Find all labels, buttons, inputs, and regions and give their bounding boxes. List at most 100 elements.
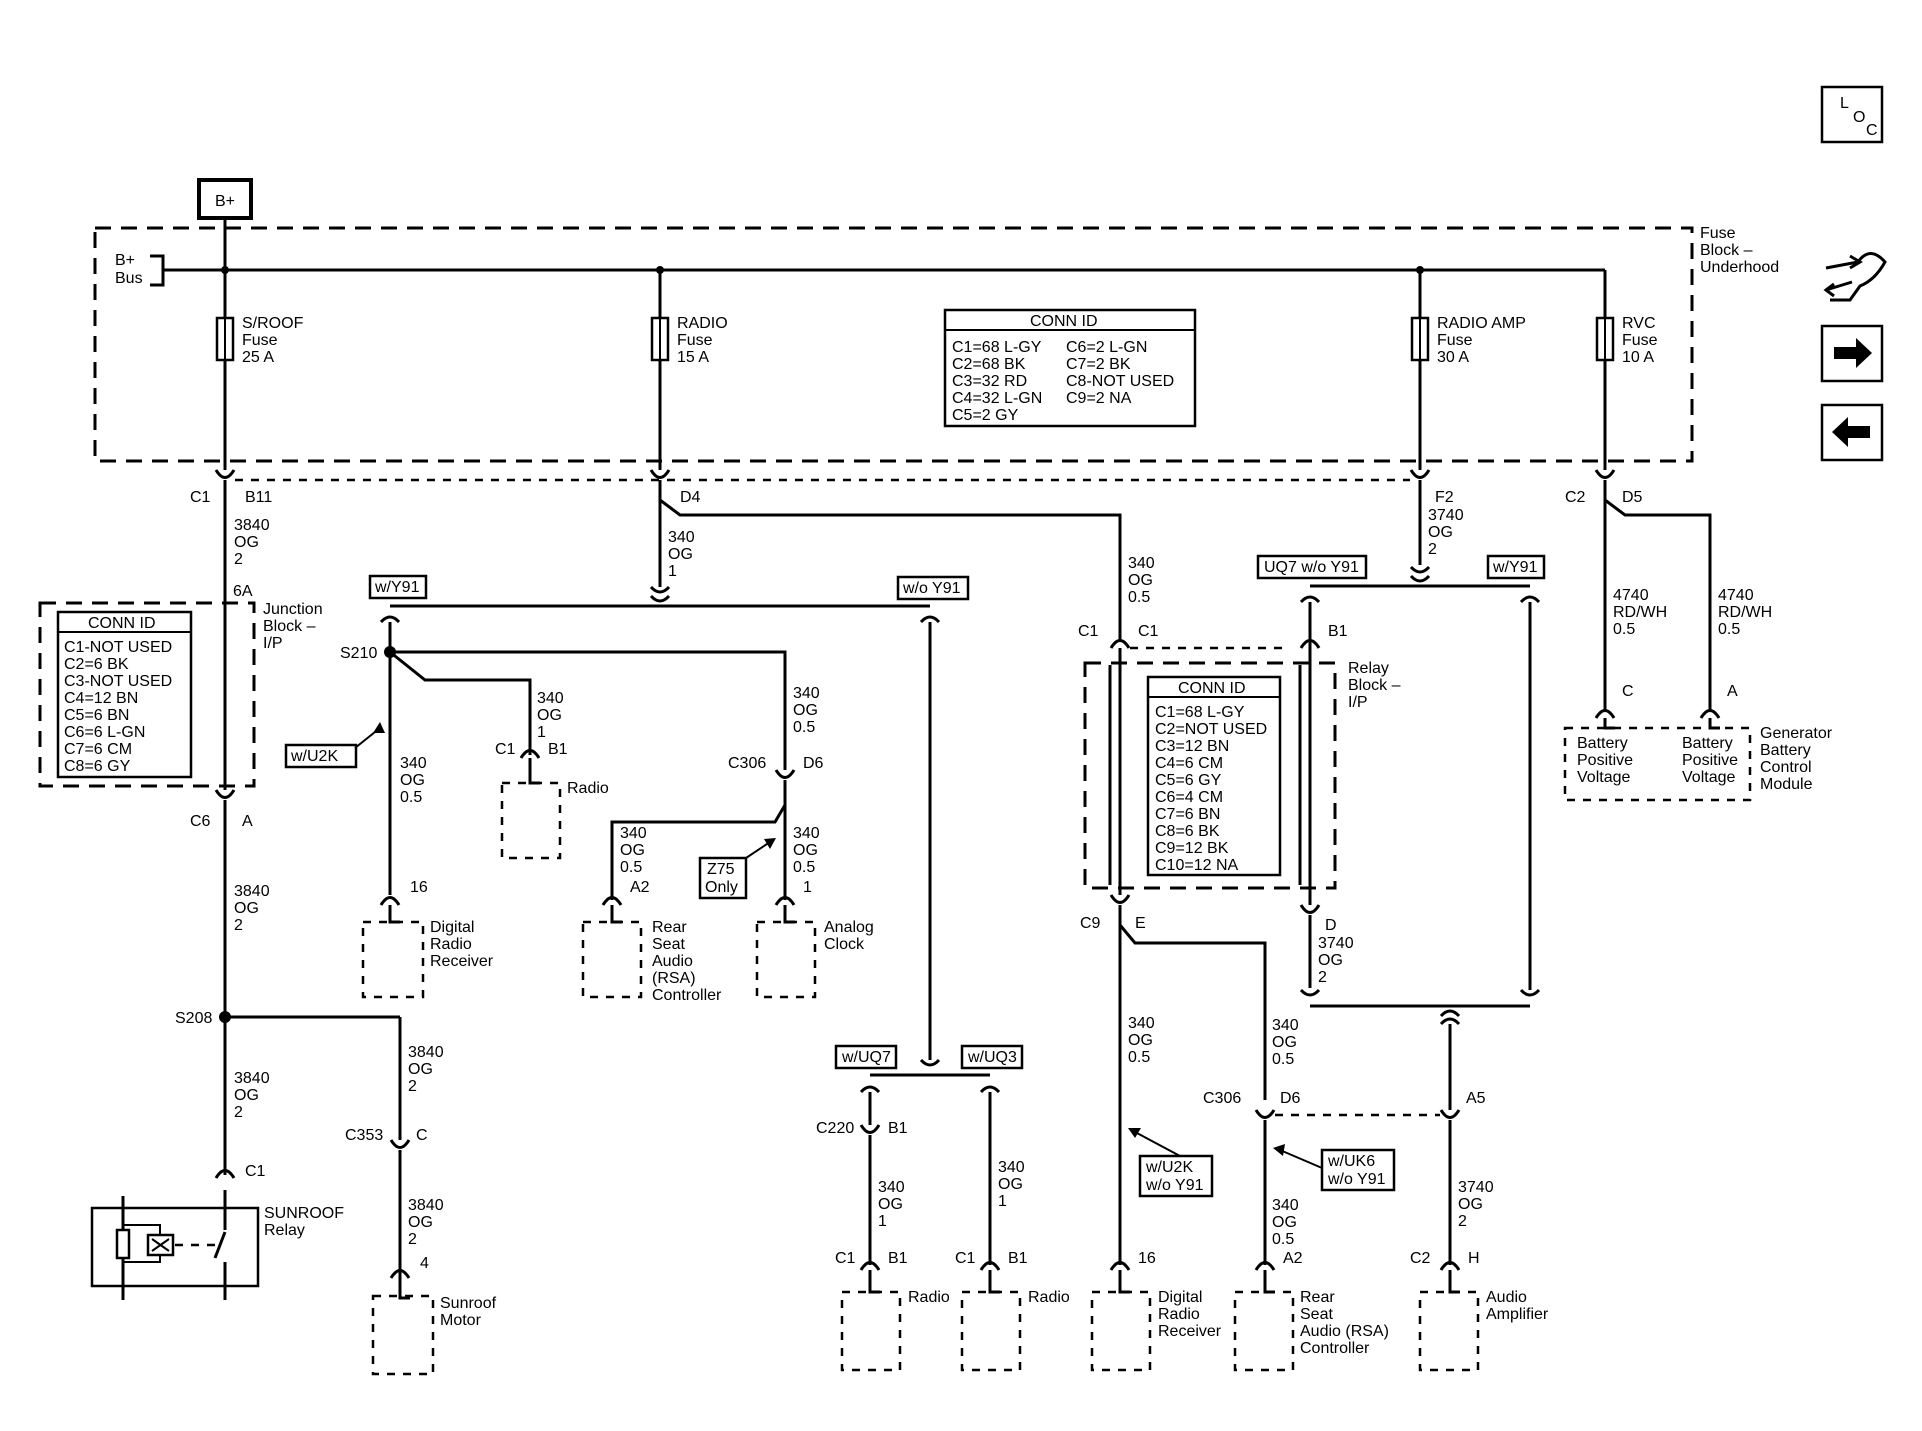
connector-radio1-c1-b1: C1 B1 — [835, 1250, 908, 1271]
svg-text:w/o Y91: w/o Y91 — [1327, 1171, 1386, 1188]
svg-text:C9=2 NA: C9=2 NA — [1066, 390, 1132, 407]
radio-fuse: RADIO Fuse 15 A — [650, 270, 728, 470]
svg-text:OG: OG — [400, 772, 425, 789]
svg-text:OG: OG — [1128, 1032, 1153, 1049]
wire-3840-c: 3840 OG 2 — [234, 1070, 270, 1121]
svg-text:C306: C306 — [1203, 1090, 1241, 1107]
svg-text:4740: 4740 — [1718, 587, 1754, 604]
wire-340-05-rsa-bottom: 340 OG 0.5 — [1272, 1197, 1299, 1248]
svg-text:C5=6 BN: C5=6 BN — [64, 707, 129, 724]
fuse-block-outline — [93, 226, 1694, 463]
svg-text:w/UQ7: w/UQ7 — [841, 1049, 891, 1066]
svg-text:2: 2 — [1318, 969, 1327, 986]
svg-text:1: 1 — [537, 724, 546, 741]
svg-text:Radio: Radio — [567, 780, 609, 797]
svg-text:1: 1 — [998, 1193, 1007, 1210]
connector-f2: F2 — [1409, 469, 1454, 506]
svg-text:B1: B1 — [548, 741, 568, 758]
svg-text:Battery: Battery — [1577, 735, 1628, 752]
svg-text:H: H — [1468, 1250, 1480, 1267]
svg-text:C220: C220 — [816, 1120, 854, 1137]
connector-c306-d6-top: C306 D6 — [728, 755, 824, 779]
svg-text:Block –: Block – — [1348, 677, 1401, 694]
svg-text:C7=2 BK: C7=2 BK — [1066, 356, 1131, 373]
svg-text:C8-NOT USED: C8-NOT USED — [1066, 373, 1174, 390]
svg-text:O: O — [1853, 109, 1865, 126]
svg-text:340: 340 — [793, 825, 820, 842]
svg-text:3840: 3840 — [408, 1044, 444, 1061]
connector-c220-b1: C220 B1 — [816, 1120, 908, 1137]
svg-text:Fuse: Fuse — [1437, 332, 1473, 349]
back-arrow-button[interactable] — [1820, 403, 1884, 462]
svg-text:B1: B1 — [888, 1250, 908, 1267]
svg-text:16: 16 — [1138, 1250, 1156, 1267]
svg-text:A: A — [242, 813, 253, 830]
connector-d4: D4 — [649, 469, 701, 506]
svg-text:10 A: 10 A — [1622, 349, 1654, 366]
connector-c6-a: C6 A — [190, 789, 253, 830]
svg-text:C7=6 BN: C7=6 BN — [1155, 806, 1220, 823]
svg-text:C1=68 L-GY: C1=68 L-GY — [952, 339, 1042, 356]
svg-text:0.5: 0.5 — [793, 859, 815, 876]
forward-arrow-button[interactable] — [1820, 324, 1884, 383]
svg-text:3740: 3740 — [1458, 1179, 1494, 1196]
svg-text:B11: B11 — [245, 489, 272, 506]
svg-text:OG: OG — [793, 842, 818, 859]
svg-text:C9: C9 — [1080, 915, 1101, 932]
relay-block-label: Relay Block – I/P — [1348, 660, 1401, 711]
svg-text:D6: D6 — [1280, 1090, 1301, 1107]
svg-text:OG: OG — [668, 546, 693, 563]
option-w-y91-b: w/Y91 — [1486, 554, 1546, 580]
wire-340-05-rsa-top: 340 OG 0.5 — [620, 825, 647, 876]
generator-battery-control-module-label: Generator Battery Control Module — [1760, 725, 1833, 793]
svg-text:16: 16 — [410, 879, 428, 896]
wire-3840-a: 3840 OG 2 — [234, 517, 270, 568]
svg-text:Positive: Positive — [1577, 752, 1633, 769]
wire-340-1-c220: 340 OG 1 — [878, 1179, 905, 1230]
svg-text:0.5: 0.5 — [1613, 621, 1635, 638]
svg-text:F2: F2 — [1435, 489, 1454, 506]
connector-pin-4: 4 — [389, 1255, 429, 1279]
svg-text:C353: C353 — [345, 1127, 383, 1144]
svg-text:Relay: Relay — [264, 1222, 305, 1239]
wire-340-05-c306: 340 OG 0.5 — [793, 685, 820, 736]
svg-text:OG: OG — [878, 1196, 903, 1213]
wrench-icon[interactable] — [1823, 252, 1887, 302]
loc-button[interactable]: L O C — [1820, 85, 1884, 144]
svg-text:25 A: 25 A — [242, 349, 274, 366]
audio-amplifier: Audio Amplifier — [1418, 1270, 1549, 1372]
svg-text:0.5: 0.5 — [1272, 1231, 1294, 1248]
wire-3840-b: 3840 OG 2 — [234, 883, 270, 934]
connector-relay-d: D — [1299, 904, 1337, 934]
connector-relay-c1-c1: C1 C1 — [1078, 623, 1159, 649]
svg-text:C3=12 BN: C3=12 BN — [1155, 738, 1229, 755]
junction-block-label: Junction Block – I/P — [263, 601, 323, 652]
svg-text:C9=12 BK: C9=12 BK — [1155, 840, 1229, 857]
sunroof-motor: Sunroof Motor — [371, 1278, 497, 1376]
svg-text:D4: D4 — [680, 489, 701, 506]
wire-3740-top: 3740 OG 2 — [1428, 507, 1464, 558]
svg-text:2: 2 — [234, 917, 243, 934]
svg-text:Audio: Audio — [1486, 1289, 1527, 1306]
svg-text:OG: OG — [408, 1214, 433, 1231]
svg-text:OG: OG — [1318, 952, 1343, 969]
svg-text:Block –: Block – — [263, 618, 316, 635]
svg-text:C6=6 L-GN: C6=6 L-GN — [64, 724, 145, 741]
svg-text:0.5: 0.5 — [1128, 589, 1150, 606]
connector-c9-e: C9 E — [1080, 894, 1146, 932]
svg-text:1: 1 — [878, 1213, 887, 1230]
option-w-uk6-wo-y91: w/UK6 w/o Y91 — [1273, 1144, 1396, 1192]
svg-text:A: A — [1727, 683, 1738, 700]
svg-text:2: 2 — [1428, 541, 1437, 558]
radio-amp-fuse: RADIO AMP Fuse 30 A — [1410, 270, 1526, 470]
connector-radio2-c1-b1: C1 B1 — [955, 1250, 1028, 1271]
svg-text:CONN ID: CONN ID — [88, 615, 156, 632]
svg-text:C8=6 BK: C8=6 BK — [1155, 823, 1220, 840]
svg-text:Digital: Digital — [1158, 1289, 1202, 1306]
wire-3840-d: 3840 OG 2 — [408, 1044, 444, 1095]
svg-text:C2=68 BK: C2=68 BK — [952, 356, 1026, 373]
svg-text:B+: B+ — [115, 252, 135, 269]
svg-text:OG: OG — [234, 900, 259, 917]
battery-positive-voltage-a: Battery Positive Voltage — [1682, 735, 1738, 786]
svg-text:Bus: Bus — [115, 270, 143, 287]
